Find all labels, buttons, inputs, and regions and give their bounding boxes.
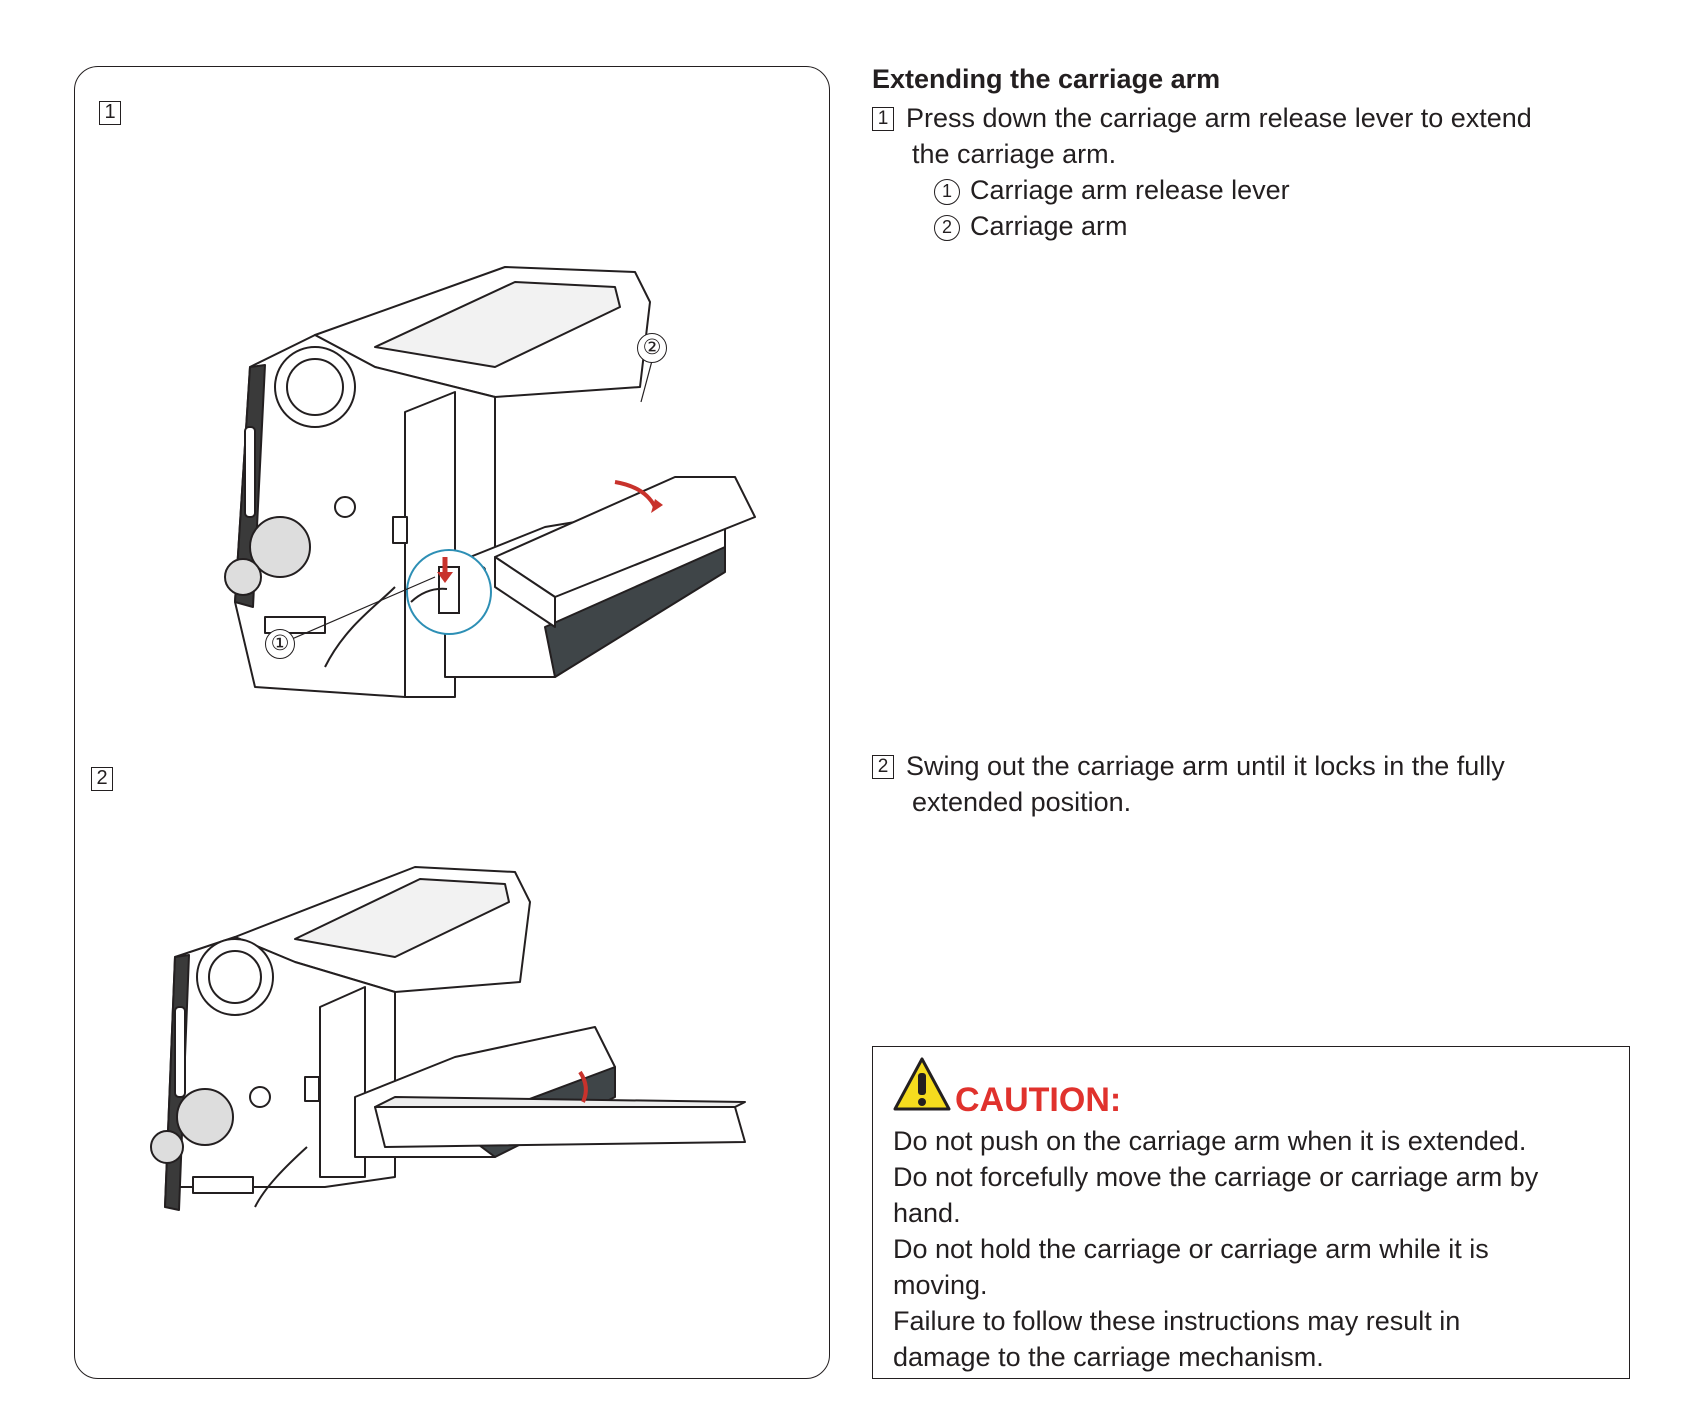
caution-text: Do not push on the carriage arm when it … xyxy=(893,1123,1623,1375)
section-heading: Extending the carriage arm xyxy=(872,64,1221,94)
step-1-item-2-label: Carriage arm xyxy=(970,211,1128,241)
step-1-line-2: the carriage arm. xyxy=(912,139,1117,169)
step-1-item-2-mark: 2 xyxy=(934,215,960,241)
warning-triangle-icon xyxy=(893,1057,951,1111)
caution-line: hand. xyxy=(893,1198,961,1228)
caution-line: Do not forcefully move the carriage or c… xyxy=(893,1162,1539,1192)
caution-line: Do not hold the carriage or carriage arm… xyxy=(893,1234,1489,1264)
caution-line: moving. xyxy=(893,1270,988,1300)
step-2-number: 2 xyxy=(872,755,894,779)
figure-step-2-number: 2 xyxy=(91,767,113,791)
step-1-item-2: 2 Carriage arm xyxy=(934,208,1128,244)
callout-1: ① xyxy=(265,629,295,659)
step-1: 1 Press down the carriage arm release lev… xyxy=(872,100,1632,172)
step-2: 2 Swing out the carriage arm until it loc… xyxy=(872,748,1632,820)
caution-title: CAUTION: xyxy=(955,1081,1122,1119)
step-1-item-1-label: Carriage arm release lever xyxy=(970,175,1290,205)
step-1-item-1-mark: 1 xyxy=(934,179,960,205)
figure-panel: 1 2 xyxy=(74,66,830,1379)
caution-box: CAUTION: Do not push on the carriage arm… xyxy=(872,1046,1630,1379)
figure-step-1-number: 1 xyxy=(99,101,121,125)
step-1-item-1: 1 Carriage arm release lever xyxy=(934,172,1290,208)
caution-line: Do not push on the carriage arm when it … xyxy=(893,1126,1527,1156)
step-2-line-2: extended position. xyxy=(912,787,1132,817)
step-2-line-1: Swing out the carriage arm until it lock… xyxy=(906,751,1505,781)
sewing-machine-extended-arm-illustration xyxy=(150,866,746,1211)
step-1-line-1: Press down the carriage arm release leve… xyxy=(906,103,1532,133)
caution-line: damage to the carriage mechanism. xyxy=(893,1342,1324,1372)
caution-line: Failure to follow these instructions may… xyxy=(893,1306,1461,1336)
step-1-number: 1 xyxy=(872,107,894,131)
sewing-machine-folded-arm-illustration xyxy=(224,266,756,698)
callout-2: ② xyxy=(637,333,667,363)
